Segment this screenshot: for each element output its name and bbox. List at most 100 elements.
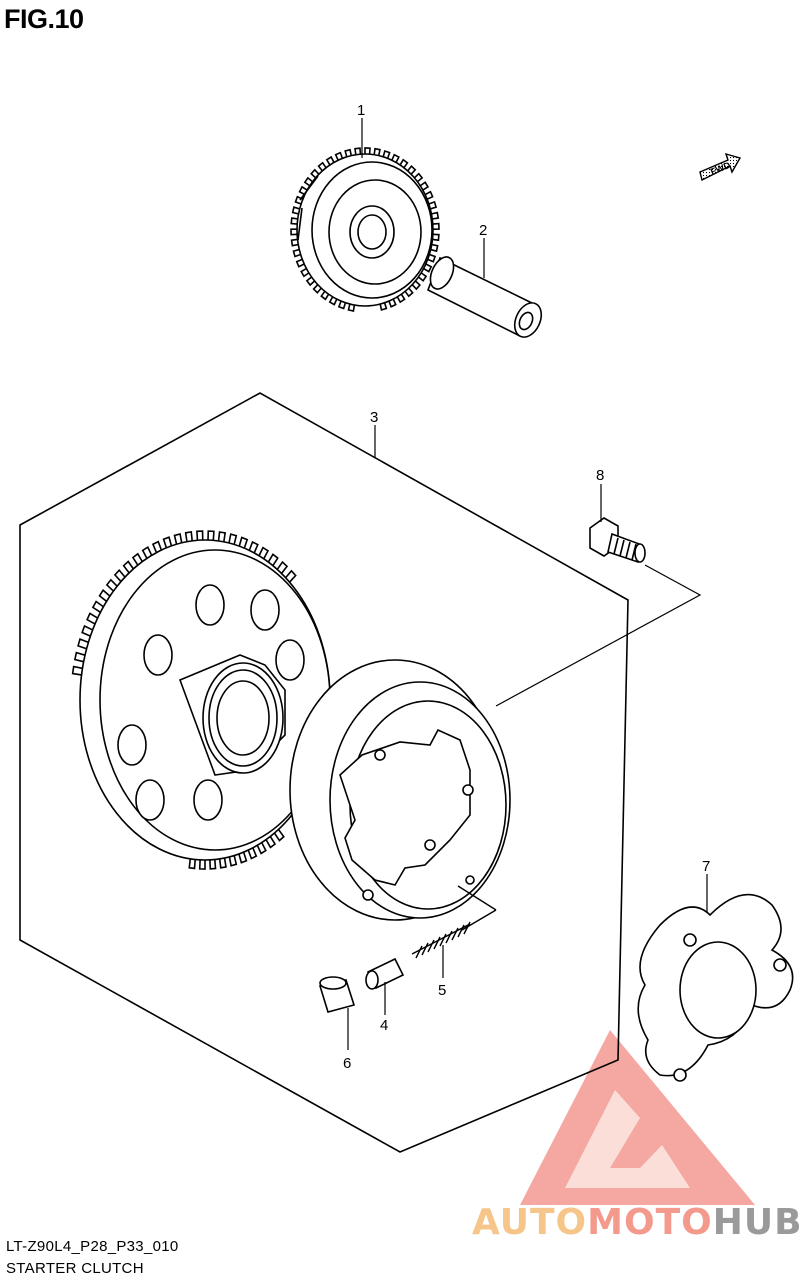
gear-tooth (217, 531, 227, 542)
gear-tooth (407, 164, 417, 175)
gear-tooth (105, 578, 118, 592)
gear-tooth (265, 836, 277, 849)
gear-tooth (298, 185, 308, 196)
gear-tooth (428, 200, 438, 210)
gear-tooth (218, 857, 227, 869)
gear-tooth (258, 546, 270, 560)
gear-tooth (382, 149, 391, 159)
gear-tooth (294, 195, 304, 205)
watermark-moto: MOTO (587, 1202, 713, 1243)
gear-tooth (290, 238, 299, 247)
one-way-clutch-body (289, 659, 511, 921)
gear-tooth (424, 190, 434, 200)
watermark-hub: HUB (712, 1202, 800, 1243)
watermark-auto: AUTO (472, 1202, 588, 1243)
gear-tooth (184, 530, 193, 542)
gear-teeth (71, 530, 297, 870)
gear-tooth (273, 828, 285, 842)
leader-lines (347, 118, 708, 1050)
gear-tooth (328, 296, 338, 306)
gear-tooth (391, 153, 400, 163)
gear-tooth (310, 168, 320, 179)
fwd-arrow-icon: FWD (699, 152, 742, 182)
figure-name: STARTER CLUTCH (6, 1260, 144, 1277)
gear-tooth (198, 859, 206, 870)
callout-4: 4 (380, 1017, 388, 1034)
gear-tooth (91, 600, 104, 613)
gear-tooth (162, 536, 173, 549)
gear-tooth (364, 147, 371, 155)
gear-tooth (209, 859, 217, 870)
gear-tooth (334, 151, 344, 161)
gear-tooth (431, 211, 440, 220)
gear-tooth (417, 272, 428, 282)
gear-tooth (404, 287, 414, 298)
starter-driven-gear (71, 530, 331, 870)
gear-tooth (228, 855, 238, 867)
gear-tooth (141, 546, 153, 559)
gear-tooth (325, 155, 335, 166)
gear-tooth (188, 858, 196, 870)
callout-6: 6 (343, 1055, 351, 1072)
gear-tooth (196, 530, 204, 541)
gear-tooth (77, 638, 89, 650)
gear-tooth (320, 290, 330, 301)
gear-tooth (238, 851, 248, 864)
bolt-part (589, 517, 646, 564)
gear-tooth (81, 624, 93, 637)
gear-tooth (247, 847, 258, 860)
callout-1: 1 (357, 102, 365, 119)
gear-tooth (337, 300, 347, 310)
gear-tooth (207, 530, 215, 541)
gear-tooth (430, 243, 439, 253)
callout-8: 8 (596, 467, 604, 484)
gear-tooth (98, 589, 111, 602)
fwd-label: FWD (709, 160, 732, 177)
gear-tooth (284, 569, 297, 583)
watermark-logo (520, 1030, 755, 1205)
gear-tooth (131, 552, 143, 566)
spring-part (411, 885, 497, 959)
gear-tooth (290, 217, 298, 225)
gear-tooth (292, 248, 301, 258)
gear-tooth (290, 228, 298, 236)
gear-tooth (73, 651, 86, 663)
gear-tooth (303, 176, 314, 187)
callout-5: 5 (438, 982, 446, 999)
gear-tooth (317, 161, 327, 172)
callout-7: 7 (702, 858, 710, 875)
gear-tooth (228, 533, 238, 545)
gear-tooth (379, 302, 388, 311)
gear-tooth (300, 267, 310, 278)
gear-tooth (373, 147, 381, 156)
idle-gear-part (290, 147, 440, 312)
gear-tooth (113, 568, 126, 583)
gear-tooth (427, 253, 437, 263)
callout-3: 3 (370, 409, 378, 426)
gear-tooth (276, 560, 289, 574)
gear-tooth (344, 148, 353, 157)
gear-tooth (354, 147, 362, 155)
gear-tooth (295, 258, 305, 268)
washer-plate-part (637, 893, 794, 1082)
gear-tooth (419, 181, 430, 191)
gear-tooth (396, 293, 406, 304)
bolt-leader-line (495, 564, 702, 707)
gear-tooth (423, 263, 433, 273)
gear-shaft-part (426, 256, 543, 338)
gear-tooth (248, 540, 259, 554)
gear-tooth (267, 553, 279, 567)
gear-tooth (432, 233, 440, 242)
gear-tooth (256, 842, 267, 855)
cap-part (318, 976, 356, 1013)
watermark-text: AUTOMOTOHUB (472, 1202, 800, 1243)
callout-2: 2 (479, 222, 487, 239)
gear-teeth (290, 147, 440, 312)
gear-tooth (238, 536, 249, 549)
clutch-kit-box (19, 392, 629, 1153)
figure-title: FIG.10 (4, 4, 84, 34)
gear-tooth (432, 222, 440, 230)
gear-tooth (399, 158, 409, 169)
gear-tooth (388, 298, 397, 308)
